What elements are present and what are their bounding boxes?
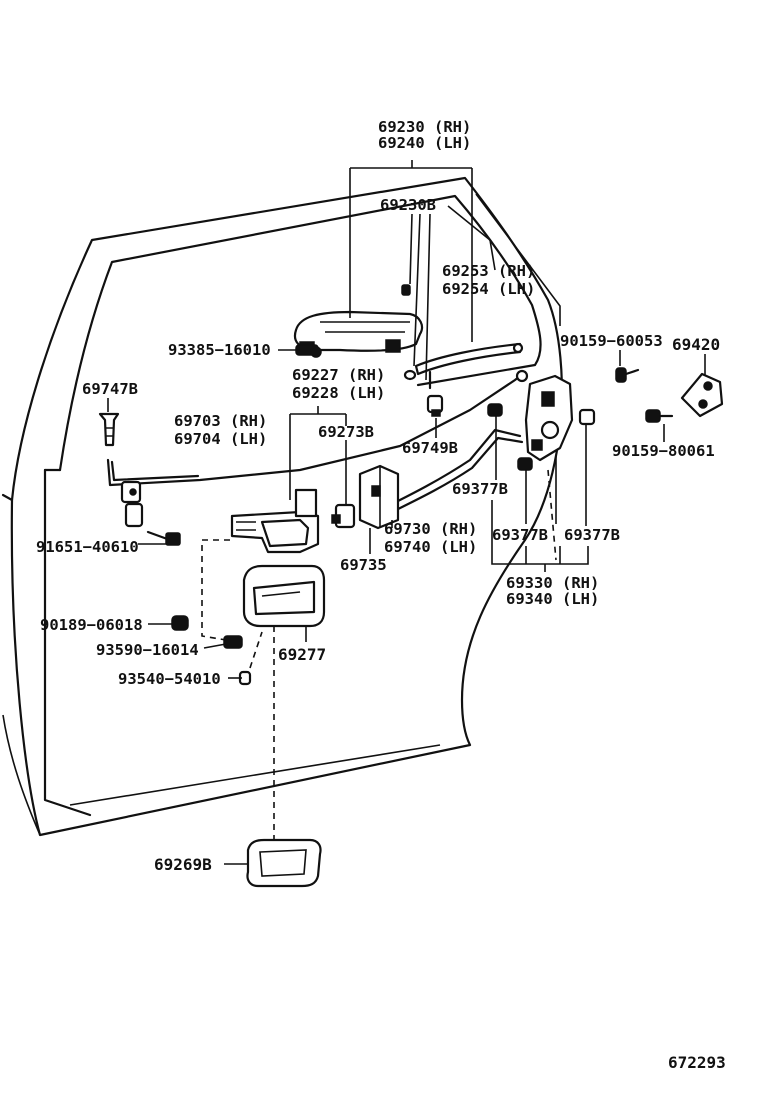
- striker-69420: [680, 372, 724, 418]
- label-69340: 69340 (LH): [506, 590, 599, 608]
- label-69253: 69253 (RH): [442, 262, 535, 280]
- label-69254: 69254 (LH): [442, 280, 535, 298]
- label-93385: 93385−16010: [168, 341, 271, 359]
- label-69704: 69704 (LH): [174, 430, 267, 448]
- fastener-90189: [171, 615, 189, 631]
- label-69730: 69730 (RH): [384, 520, 477, 538]
- label-69377b-middle: 69377B: [492, 526, 548, 544]
- inside-handle-bezel-69277: [242, 564, 326, 628]
- label-69230: 69230 (RH): [378, 118, 471, 136]
- label-69273b: 69273B: [318, 423, 374, 441]
- label-90159-80061: 90159−80061: [612, 442, 715, 460]
- label-69740: 69740 (LH): [384, 538, 477, 556]
- label-93590: 93590−16014: [96, 641, 199, 659]
- inside-handle-assembly: [230, 488, 320, 554]
- leader-lines: [107, 160, 706, 865]
- label-69747b: 69747B: [82, 380, 138, 398]
- label-90189: 90189−06018: [40, 616, 143, 634]
- clip-69230b: [401, 284, 411, 296]
- label-69420: 69420: [672, 335, 720, 354]
- screw-93590: [223, 635, 243, 649]
- lock-control-69735: [358, 464, 400, 530]
- label-69330: 69330 (RH): [506, 574, 599, 592]
- label-69269b: 69269B: [154, 855, 212, 874]
- screw-93385: [295, 344, 322, 358]
- dashed-assembly-lines: [201, 469, 557, 840]
- clip-69377b-upper: [487, 403, 503, 417]
- label-69230b: 69230B: [380, 196, 436, 214]
- screw-90159-80061: [645, 409, 674, 423]
- label-69749b: 69749B: [402, 439, 458, 457]
- label-93540: 93540−54010: [118, 670, 221, 688]
- label-69240: 69240 (LH): [378, 134, 471, 152]
- lock-knob-69747b: [98, 412, 120, 447]
- label-69227: 69227 (RH): [292, 366, 385, 384]
- label-69703: 69703 (RH): [174, 412, 267, 430]
- label-69228: 69228 (LH): [292, 384, 385, 402]
- lever-69227: [403, 369, 417, 381]
- door-lock-69330: [524, 374, 574, 462]
- label-90159-60053: 90159−60053: [560, 332, 663, 350]
- handle-cover-69269b: [246, 838, 322, 888]
- label-69377b-right: 69377B: [564, 526, 620, 544]
- label-69277: 69277: [278, 645, 326, 664]
- clip-69377b-right: [578, 408, 596, 426]
- clip-69749b: [426, 394, 444, 417]
- diagram-code: 672293: [668, 1053, 726, 1072]
- label-69735: 69735: [340, 556, 387, 574]
- clip-69377b-middle: [517, 457, 533, 471]
- label-69377b-upper: 69377B: [452, 480, 508, 498]
- handle-rod: [414, 342, 524, 390]
- part-labels: 69230 (RH) 69240 (LH) 69230B 69253 (RH) …: [36, 118, 726, 1072]
- lock-lever-bracket: [120, 480, 144, 528]
- screw-90159-60053: [615, 367, 640, 383]
- bolt-91651: [146, 530, 181, 546]
- label-91651: 91651−40610: [36, 538, 139, 556]
- rod-clip-69273b: [331, 503, 356, 529]
